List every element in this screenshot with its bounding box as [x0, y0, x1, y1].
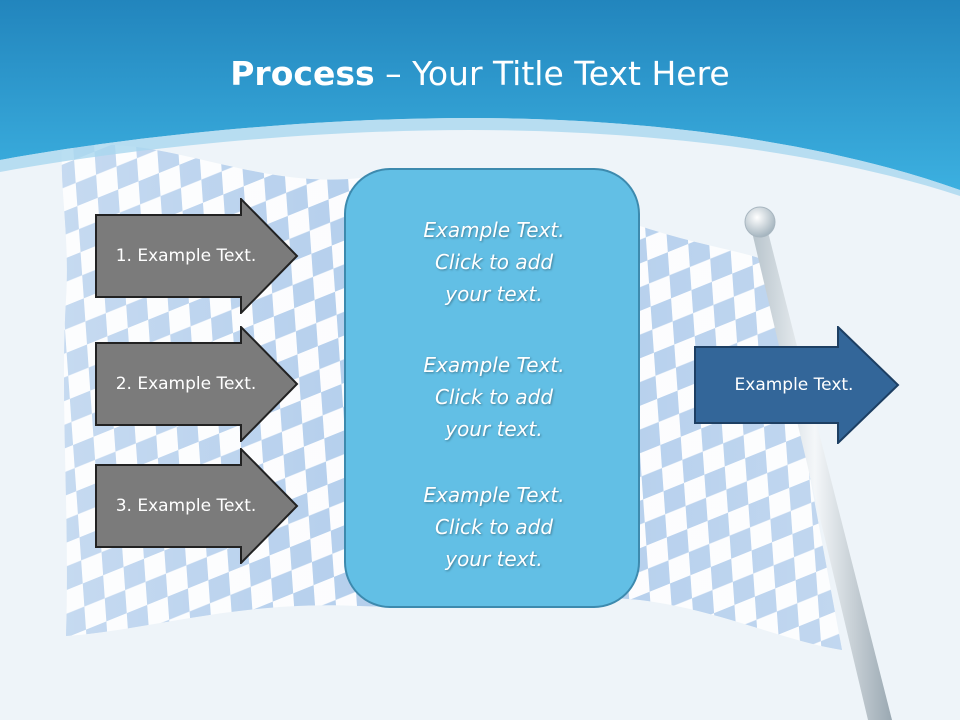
center-line: your text.	[445, 282, 543, 306]
title-bold-part: Process	[230, 54, 375, 93]
step-label-3: 3. Example Text.	[115, 496, 257, 516]
result-arrow[interactable]: Example Text.	[694, 326, 900, 444]
step-arrow-3[interactable]: 3. Example Text.	[95, 448, 299, 564]
center-line: Example Text.	[423, 218, 565, 242]
center-text-block-2: Example Text. Click to add your text.	[346, 349, 642, 445]
right-arrow-icon	[694, 326, 900, 444]
right-arrow-icon	[95, 198, 299, 314]
center-line: Example Text.	[423, 353, 565, 377]
slide-title[interactable]: Process – Your Title Text Here	[0, 52, 960, 96]
right-arrow-icon	[95, 326, 299, 442]
center-line: Click to add	[434, 250, 554, 274]
right-arrow-icon	[95, 448, 299, 564]
center-line: your text.	[445, 417, 543, 441]
center-line: Example Text.	[423, 483, 565, 507]
center-text-block-1: Example Text. Click to add your text.	[346, 214, 642, 310]
step-arrow-2[interactable]: 2. Example Text.	[95, 326, 299, 442]
center-text-box[interactable]: Example Text. Click to add your text. Ex…	[344, 168, 640, 608]
step-label-2: 2. Example Text.	[115, 374, 257, 394]
title-rest-part: – Your Title Text Here	[374, 54, 730, 93]
center-line: Click to add	[434, 515, 554, 539]
result-label: Example Text.	[734, 375, 854, 395]
step-label-1: 1. Example Text.	[115, 246, 257, 266]
center-line: your text.	[445, 547, 543, 571]
center-text-block-3: Example Text. Click to add your text.	[346, 479, 642, 575]
step-arrow-1[interactable]: 1. Example Text.	[95, 198, 299, 314]
center-line: Click to add	[434, 385, 554, 409]
